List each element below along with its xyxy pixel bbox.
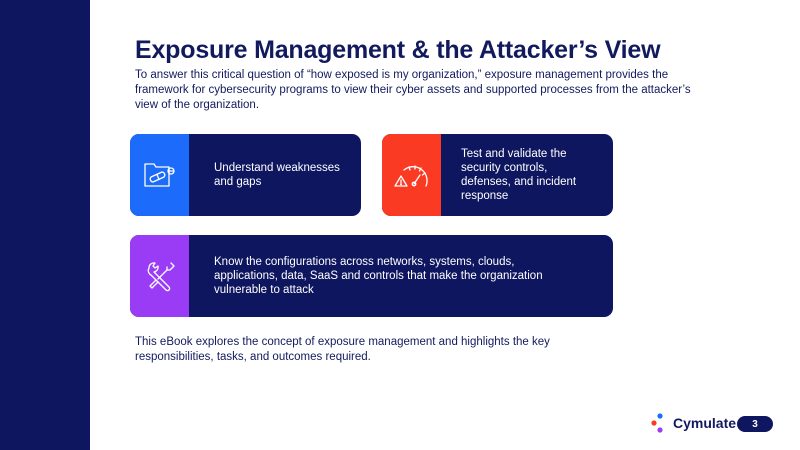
gauge-icon [393,165,428,187]
folder-pill-icon [143,163,175,187]
page-title: Exposure Management & the Attacker’s Vie… [135,36,661,64]
card-text: Know the configurations across networks,… [214,256,543,296]
cymulate-logo: Cymulate [651,413,736,433]
card-weaknesses: Understand weaknesses and gaps [130,134,361,216]
footer-paragraph: This eBook explores the concept of expos… [135,336,550,363]
side-bar [0,0,90,450]
card-configurations: Know the configurations across networks,… [130,235,613,317]
card-text: Test and validate the security controls,… [461,148,577,202]
card-test-validate: Test and validate the security controls,… [382,134,613,216]
card-icon-box [130,134,189,216]
tools-icon [147,262,175,292]
card-icon-box [382,134,441,216]
logo-dots-icon [651,413,663,433]
intro-paragraph: To answer this critical question of “how… [135,69,691,111]
card-icon-box [130,235,189,317]
logo-name: Cymulate [673,415,737,431]
page-number-badge: 3 [737,416,773,432]
card-text: Understand weaknesses and gaps [214,162,340,188]
